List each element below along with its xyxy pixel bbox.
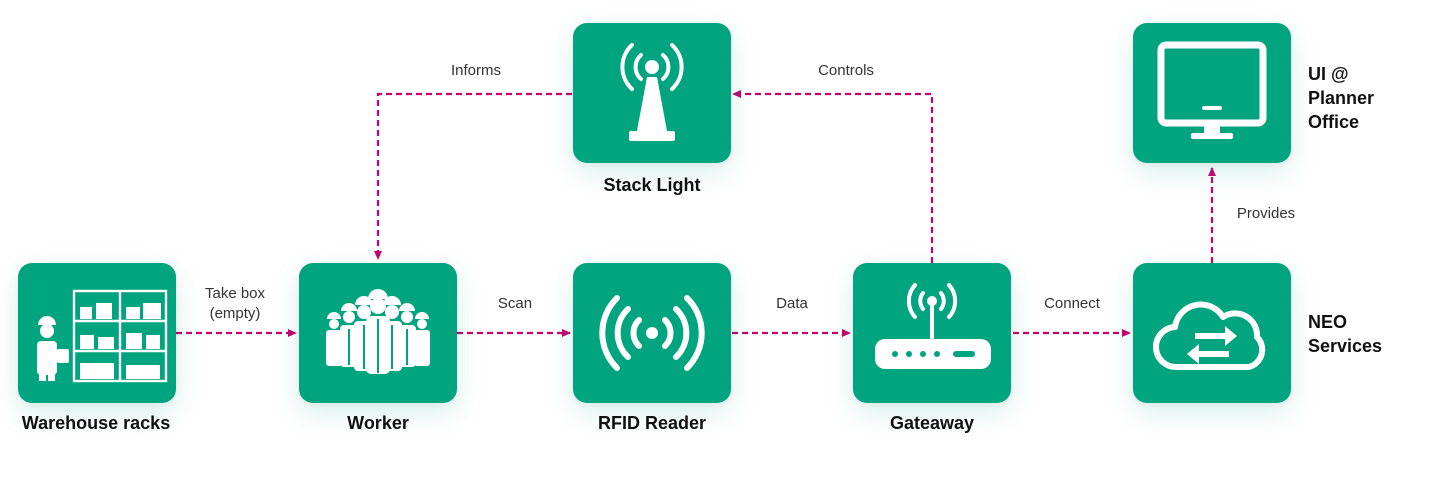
caption-neo-line1: NEO — [1308, 312, 1348, 332]
edge-label-take-box-line1: Take box — [204, 285, 266, 302]
node-ui-planner-office[interactable] — [1133, 23, 1291, 163]
edge-label-connect: Connect — [1044, 295, 1100, 312]
caption-warehouse-racks: Warehouse racks — [21, 413, 171, 433]
node-warehouse-racks[interactable] — [18, 263, 176, 403]
edge-label-provides: Provides — [1236, 205, 1296, 222]
edge-label-take-box: Take box (empty) — [205, 284, 265, 324]
edge-label-informs: Informs — [450, 62, 502, 79]
node-neo-services[interactable] — [1133, 263, 1291, 403]
rfid-signal-icon — [599, 295, 705, 371]
cloud-sync-icon — [1152, 301, 1266, 371]
edge-label-controls: Controls — [818, 62, 874, 79]
beacon-tower-icon — [620, 43, 684, 141]
router-icon — [875, 283, 991, 369]
node-stack-light[interactable] — [573, 23, 731, 163]
caption-ui-line2: Planner — [1308, 88, 1375, 108]
caption-ui-planner-office: UI @ Planner Office — [1308, 62, 1374, 134]
edge-informs — [374, 92, 572, 260]
edge-controls — [732, 90, 934, 263]
node-gateaway[interactable] — [853, 263, 1011, 403]
caption-worker: Worker — [347, 413, 409, 433]
warehouse-worker-icon — [37, 289, 168, 383]
node-rfid-reader[interactable] — [573, 263, 731, 403]
caption-ui-line3: Office — [1308, 112, 1360, 132]
edge-label-scan: Scan — [497, 295, 533, 312]
caption-ui-line1: UI @ — [1308, 64, 1349, 84]
edge-label-take-box-line2: (empty) — [209, 305, 261, 322]
workers-group-icon — [326, 289, 430, 374]
monitor-icon — [1157, 41, 1267, 139]
caption-neo-services: NEO Services — [1308, 310, 1382, 358]
edge-label-data: Data — [776, 295, 808, 312]
node-worker[interactable] — [299, 263, 457, 403]
caption-stack-light: Stack Light — [603, 175, 701, 195]
caption-gateaway: Gateaway — [889, 413, 975, 433]
caption-rfid-reader: RFID Reader — [597, 413, 707, 433]
caption-neo-line2: Services — [1308, 336, 1383, 356]
